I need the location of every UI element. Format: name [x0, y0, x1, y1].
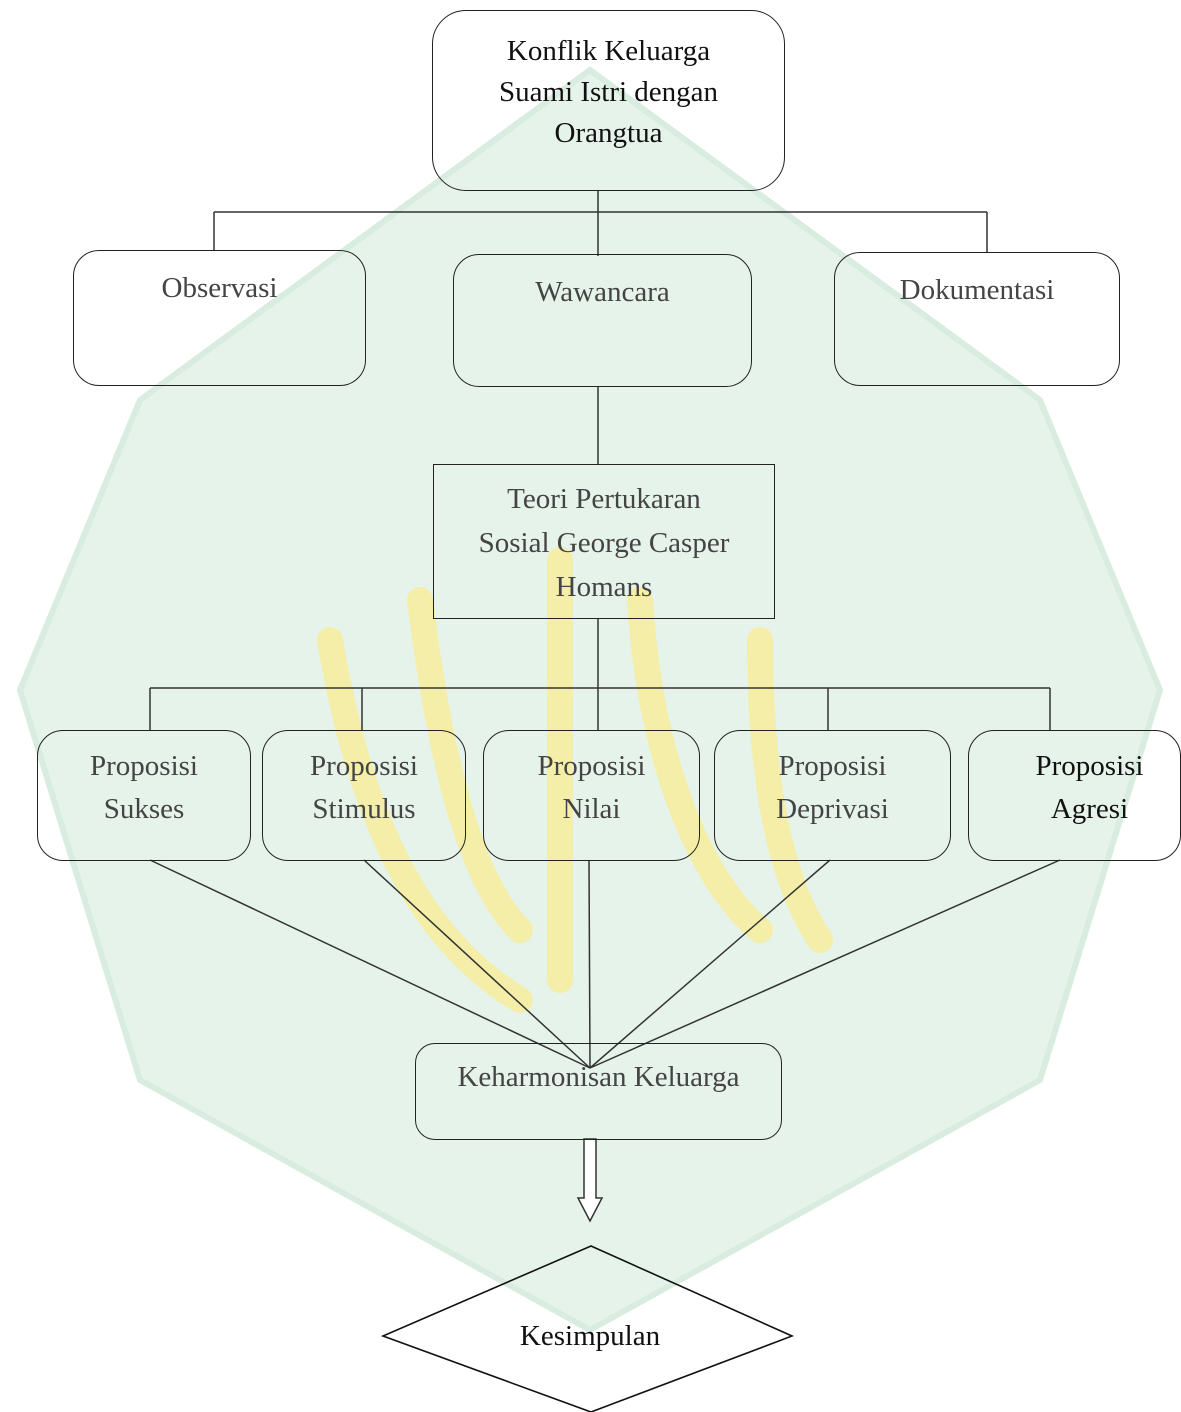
- theory-line-2: Sosial George Casper: [478, 527, 730, 559]
- theory-line-3: Homans: [555, 571, 653, 603]
- proposition-line-2: Agresi: [1050, 793, 1129, 825]
- conclusion-label: Kesimpulan: [519, 1320, 661, 1352]
- proposition-line-1: Proposisi: [310, 750, 418, 782]
- proposition-box-sukses: Proposisi Sukses: [37, 730, 251, 861]
- converge-sukses: [149, 859, 591, 1069]
- method-box-wawancara: Wawancara: [453, 254, 752, 387]
- proposition-box-stimulus: Proposisi Stimulus: [262, 730, 466, 861]
- proposition-line-1: Proposisi: [537, 750, 646, 782]
- outcome-label: Keharmonisan Keluarga: [457, 1061, 740, 1093]
- method-label: Dokumentasi: [899, 274, 1055, 306]
- root-line-3: Orangtua: [554, 117, 663, 149]
- converge-stimulus: [363, 859, 591, 1069]
- proposition-box-agresi: Proposisi Agresi: [968, 730, 1181, 861]
- converge-deprivasi: [589, 859, 831, 1069]
- proposition-line-2: Sukses: [103, 793, 185, 825]
- converge-agresi: [589, 859, 1061, 1069]
- proposition-line-1: Proposisi: [778, 750, 887, 782]
- method-label: Observasi: [161, 272, 278, 304]
- proposition-line-1: Proposisi: [90, 750, 198, 782]
- conclusion-diamond: [380, 1245, 795, 1412]
- method-box-dokumentasi: Dokumentasi: [834, 252, 1120, 386]
- proposition-line-2: Nilai: [562, 793, 621, 825]
- proposition-line-2: Deprivasi: [776, 793, 889, 825]
- proposition-box-deprivasi: Proposisi Deprivasi: [714, 730, 951, 861]
- root-node-box: Konflik Keluarga Suami Istri dengan Oran…: [432, 10, 785, 191]
- method-label: Wawancara: [535, 276, 670, 308]
- method-box-observasi: Observasi: [73, 250, 366, 386]
- proposition-box-nilai: Proposisi Nilai: [483, 730, 700, 861]
- theory-node-box: Teori Pertukaran Sosial George Casper Ho…: [433, 464, 775, 619]
- root-line-2: Suami Istri dengan: [498, 76, 719, 108]
- proposition-line-1: Proposisi: [1035, 750, 1144, 782]
- root-line-1: Konflik Keluarga: [506, 35, 711, 67]
- converge-nilai: [588, 859, 591, 1069]
- watermark-calligraphy: [317, 547, 833, 1013]
- proposition-line-2: Stimulus: [312, 793, 416, 825]
- outcome-node-box: Keharmonisan Keluarga: [415, 1043, 782, 1140]
- theory-line-1: Teori Pertukaran: [507, 483, 701, 515]
- hollow-down-arrow: [576, 1138, 604, 1223]
